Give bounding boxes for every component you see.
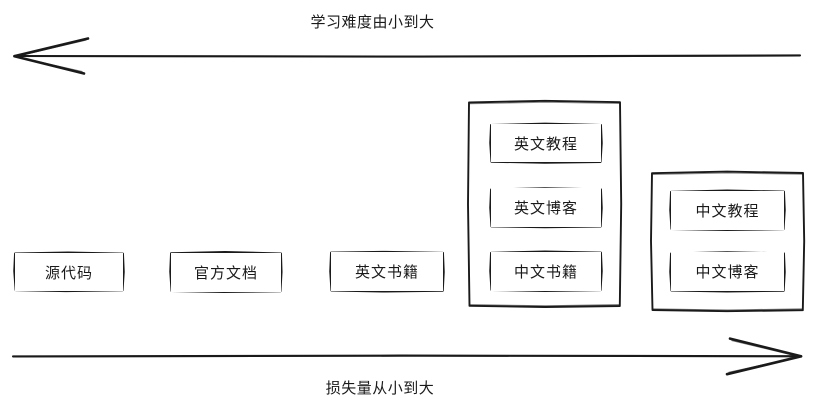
bottom-axis-label: 损失量从小到大 bbox=[325, 379, 435, 397]
top-axis-label: 学习难度由小到大 bbox=[310, 13, 435, 31]
node-official-docs[interactable]: 官方文档 bbox=[171, 253, 281, 292]
node-english-blog[interactable]: 英文博客 bbox=[491, 188, 601, 227]
node-chinese-tutorial[interactable]: 中文教程 bbox=[671, 191, 784, 230]
bottom-axis-arrow bbox=[11, 337, 803, 376]
node-english-tutorial[interactable]: 英文教程 bbox=[491, 124, 601, 162]
node-english-books[interactable]: 英文书籍 bbox=[331, 252, 443, 291]
node-chinese-books[interactable]: 中文书籍 bbox=[491, 252, 601, 291]
node-chinese-blog[interactable]: 中文博客 bbox=[671, 252, 784, 291]
top-axis-arrow bbox=[13, 37, 802, 75]
node-source-code[interactable]: 源代码 bbox=[15, 253, 123, 291]
